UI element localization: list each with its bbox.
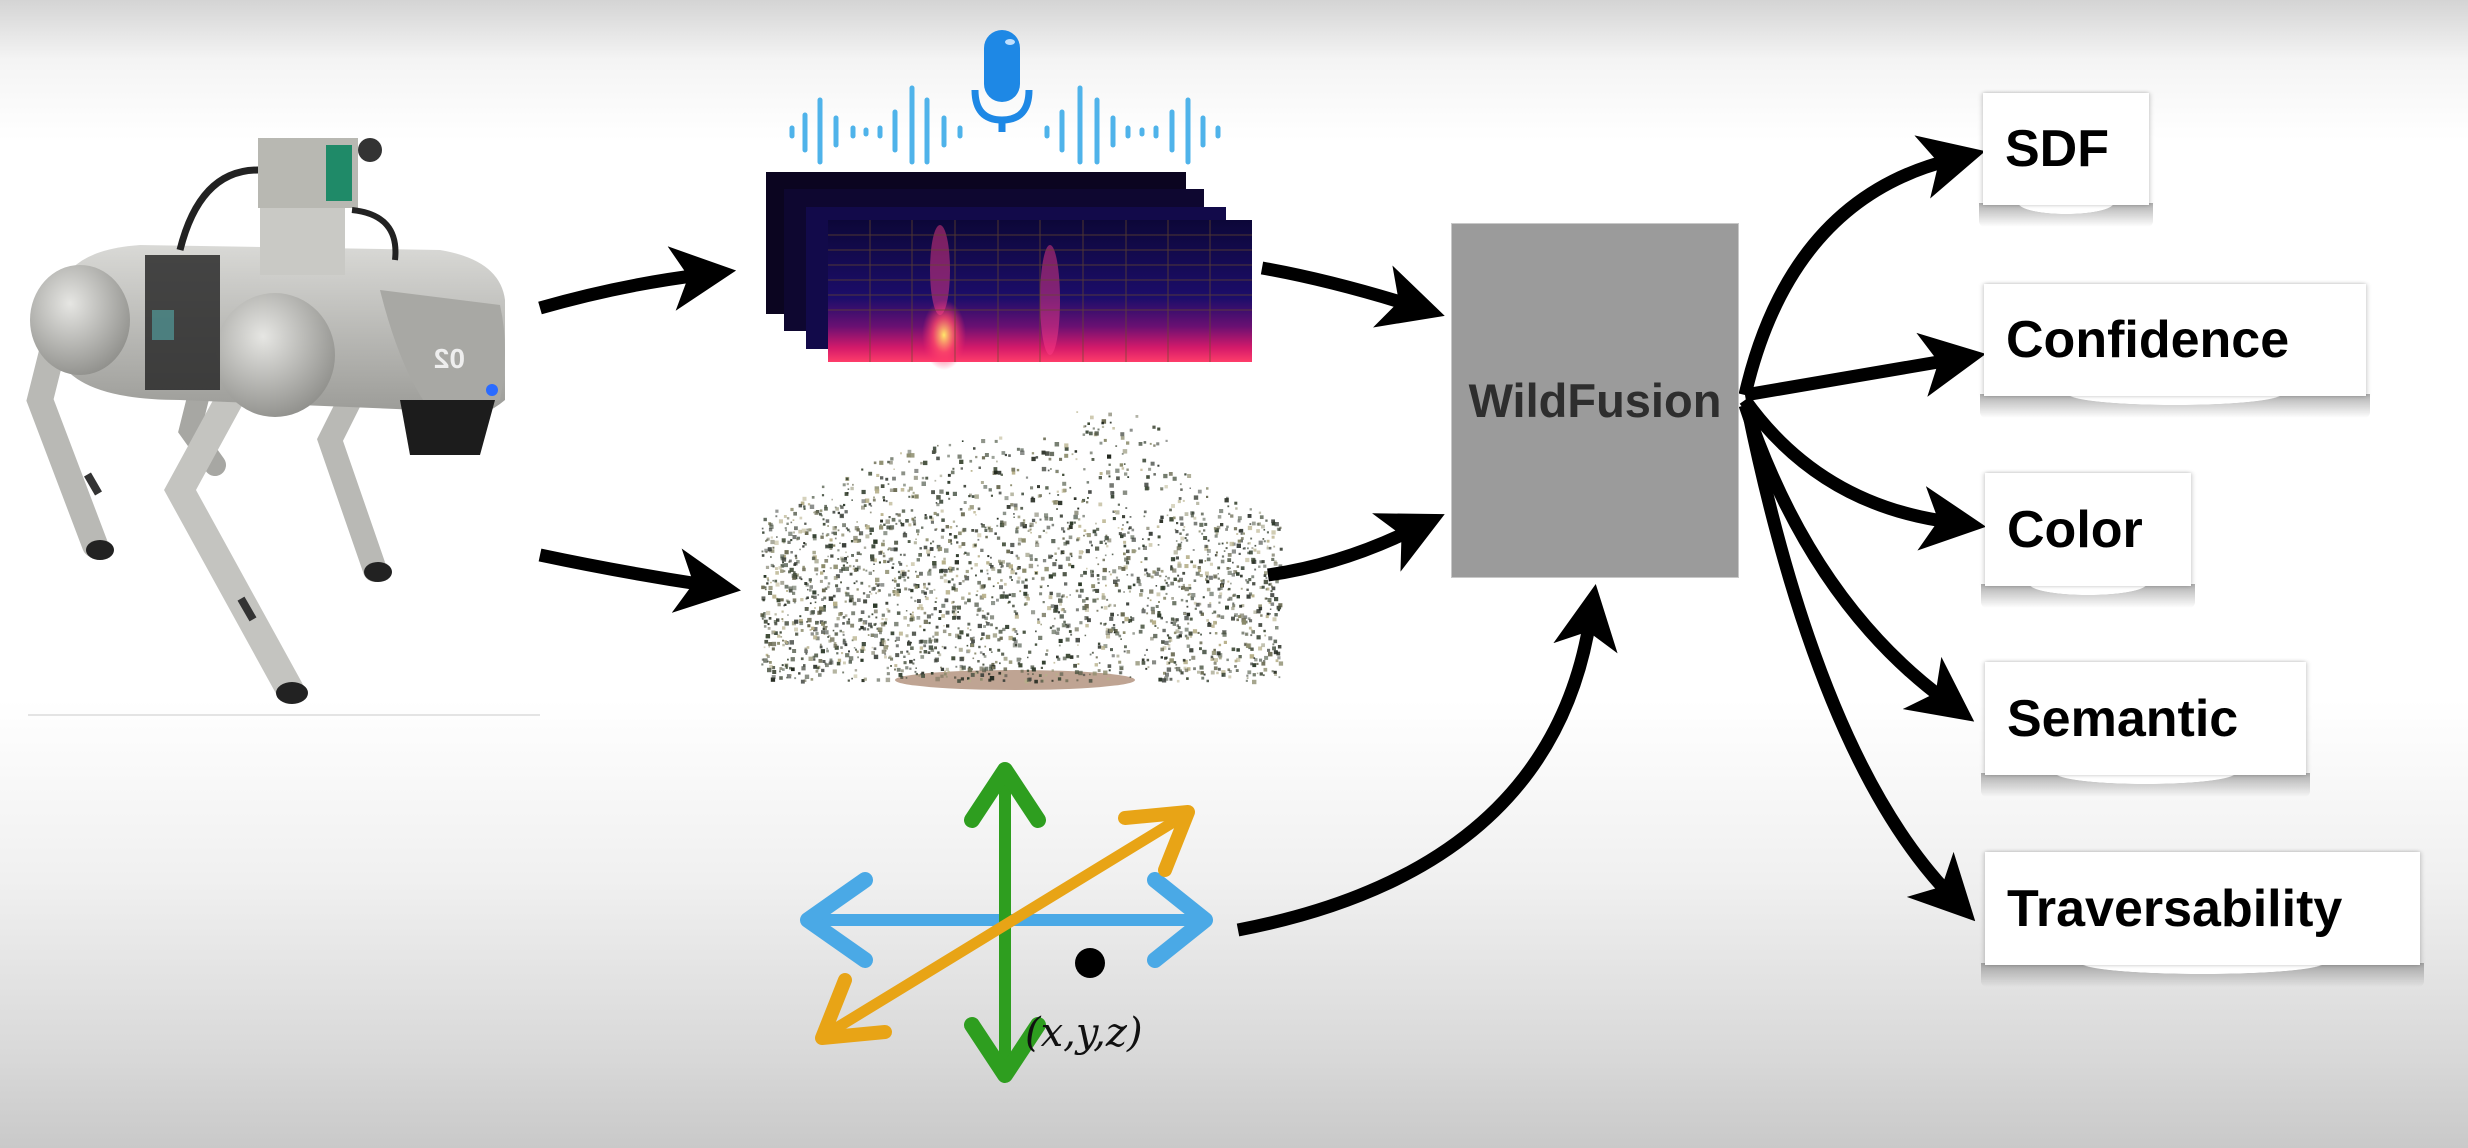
arrow-pointcloud-to-fusion [1267,513,1445,582]
output-color: Color [1981,473,2195,608]
spectrogram-stack [766,172,1252,370]
robot-image: 02 [26,138,540,716]
output-confidence: Confidence [1980,284,2370,418]
output-label: SDF [2005,120,2109,178]
arrow-coordinates-to-fusion [1236,584,1618,937]
arrow-fusion-to-traversability [1741,408,1976,922]
coordinate-axes-icon [800,762,1213,1083]
arrow-robot-to-pointcloud [538,548,741,613]
audio-input [766,30,1252,370]
arrow-robot-to-audio [538,246,737,315]
arrow-fusion-to-color [1739,396,1987,551]
output-traversability: Traversability [1981,852,2424,987]
output-sdf: SDF [1979,93,2153,227]
output-label: Confidence [2006,311,2290,369]
wildfusion-label: WildFusion [1468,374,1722,427]
output-semantic: Semantic [1981,662,2310,797]
arrow-audio-to-fusion [1260,261,1445,328]
z-axis [819,809,1191,1041]
sound-wave-icon [789,85,1221,165]
point-cloud-image [760,411,1284,690]
wildfusion-block: WildFusion [1451,223,1739,578]
output-label: Traversability [2007,879,2343,938]
arrow-fusion-to-confidence [1743,332,1986,402]
microphone-icon [971,30,1033,132]
robot-marking: 02 [434,343,465,374]
arrow-fusion-to-sdf [1738,135,1986,397]
arrow-fusion-to-semantic [1738,402,1975,722]
coordinate-label: (x,y,z) [1025,1010,1143,1056]
query-point [1075,948,1105,978]
output-label: Color [2007,500,2143,559]
output-label: Semantic [2007,689,2239,748]
